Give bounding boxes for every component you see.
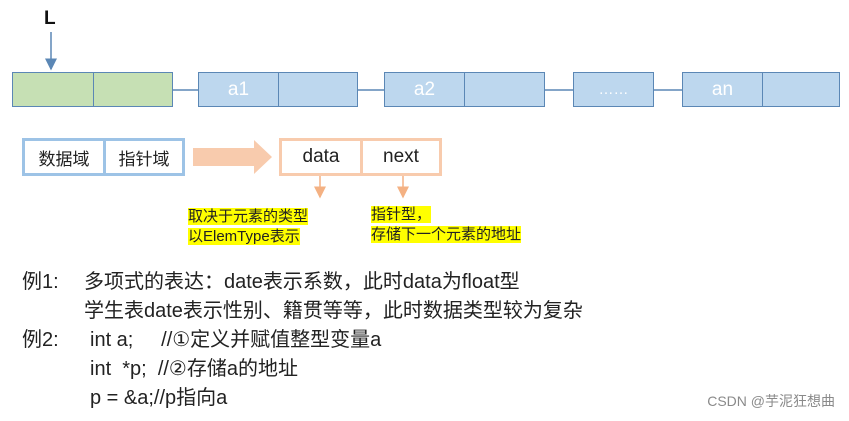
big-orange-arrow xyxy=(193,140,272,174)
struct-next-field: next xyxy=(360,138,442,176)
example1-line2: 学生表date表示性别、籍贯等等，此时数据类型较为复杂 xyxy=(84,300,583,322)
head-node-pointer-cell xyxy=(93,72,173,107)
data-type-note: 取决于元素的类型 以ElemType表示 xyxy=(188,207,309,247)
next-note-line1: 指针型， xyxy=(371,206,432,223)
example2-line3: p = &a;//p指向a xyxy=(90,387,228,409)
next-type-note: 指针型， 存储下一个元素的地址 xyxy=(371,205,522,245)
node-a2-data-cell: a2 xyxy=(384,72,465,107)
next-note-line2: 存储下一个元素的地址 xyxy=(371,226,522,243)
example2-line2: int *p; //②存储a的地址 xyxy=(90,358,298,380)
example1-label: 例1: xyxy=(22,271,59,293)
node-a1-pointer-cell xyxy=(278,72,358,107)
example2-line1: int a; //①定义并赋值整型变量a xyxy=(90,329,382,351)
example1-line1: 多项式的表达：date表示系数，此时data为float型 xyxy=(84,271,520,293)
node-ellipsis-cell: …… xyxy=(573,72,654,107)
struct-data-field: data xyxy=(279,138,363,176)
legend-data-field: 数据域 xyxy=(22,138,106,176)
data-note-line2: 以ElemType表示 xyxy=(188,228,300,245)
watermark: CSDN @芋泥狂想曲 xyxy=(707,393,835,409)
node-an-data-cell: an xyxy=(682,72,763,107)
data-note-line1: 取决于元素的类型 xyxy=(188,208,309,225)
head-node-data-cell xyxy=(12,72,94,107)
head-label: L xyxy=(44,8,56,29)
legend-pointer-field: 指针域 xyxy=(103,138,185,176)
node-a1-data-cell: a1 xyxy=(198,72,279,107)
example2-label: 例2: xyxy=(22,329,59,351)
node-a2-pointer-cell xyxy=(464,72,545,107)
node-an-pointer-cell xyxy=(762,72,840,107)
